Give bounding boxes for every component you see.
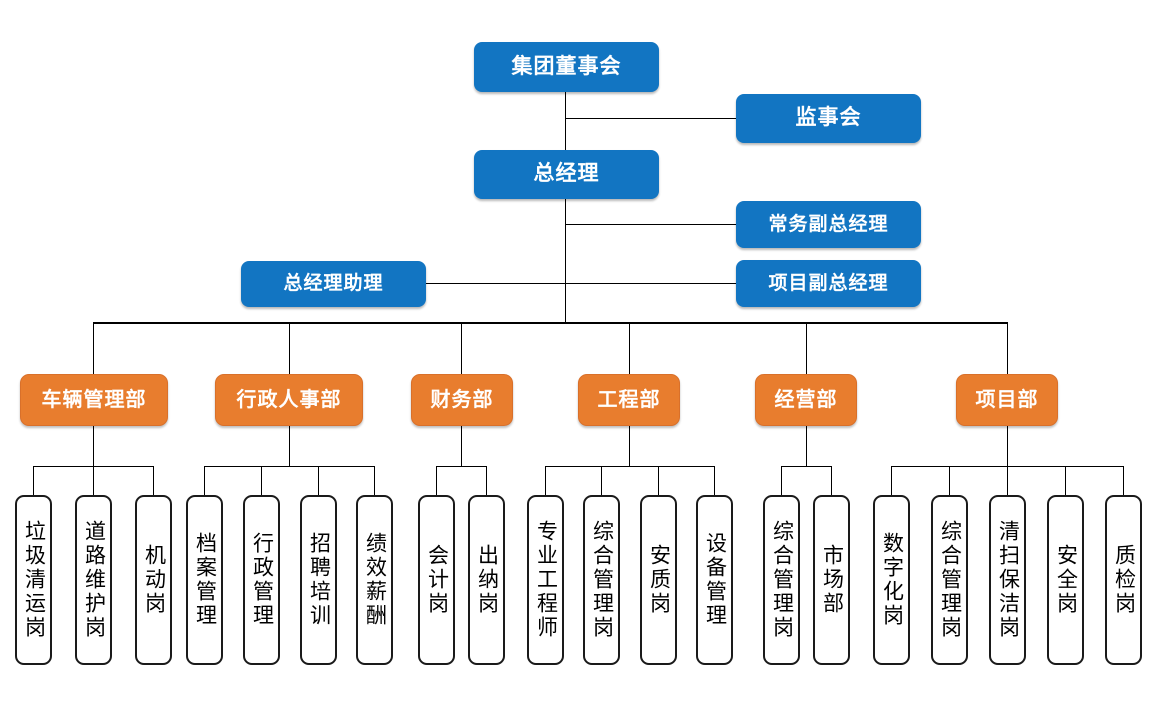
node-position-waste-transport[interactable]: 垃圾清运岗 [15,495,52,665]
node-position-label: 垃圾清运岗 [22,520,46,640]
node-position-safety-quality[interactable]: 安质岗 [640,495,677,665]
connector-leaf-drop-3 [153,466,154,495]
connector-to-executive-deputy [565,224,736,225]
connector-leaf-drop-7 [374,466,375,495]
node-position-label: 招聘培训 [307,532,331,628]
node-supervisory-board[interactable]: 监事会 [736,94,921,143]
connector-drop-dept-4 [629,322,630,374]
node-executive-deputy-gm[interactable]: 常务副总经理 [736,201,921,248]
connector-gm-trunk [565,199,566,322]
connector-leaf-drop-2 [93,466,94,495]
node-general-manager[interactable]: 总经理 [474,150,659,199]
node-position-accounting[interactable]: 会计岗 [418,495,455,665]
node-position-cleaning-sanitation[interactable]: 清扫保洁岗 [989,495,1026,665]
node-position-equipment-management[interactable]: 设备管理 [696,495,733,665]
connector-leaf-drop-5 [261,466,262,495]
connector-subbus-dept-2 [204,466,374,467]
node-department-vehicle-management[interactable]: 车辆管理部 [20,374,168,426]
node-department-project[interactable]: 项目部 [956,374,1058,426]
node-position-road-maintenance[interactable]: 道路维护岗 [75,495,112,665]
connector-dept-2-stem [289,426,290,466]
connector-leaf-drop-17 [949,466,950,495]
connector-leaf-drop-18 [1007,466,1008,495]
node-position-label: 质检岗 [1112,544,1136,616]
connector-leaf-drop-9 [486,466,487,495]
node-position-label: 综合管理岗 [938,520,962,640]
node-department-finance[interactable]: 财务部 [411,374,513,426]
node-position-label: 机动岗 [142,544,166,616]
node-project-deputy-gm[interactable]: 项目副总经理 [736,260,921,307]
connector-leaf-drop-13 [714,466,715,495]
node-position-quality-inspection[interactable]: 质检岗 [1105,495,1142,665]
connector-dept-4-stem [629,426,630,466]
node-position-label: 道路维护岗 [82,520,106,640]
node-position-administration[interactable]: 行政管理 [243,495,280,665]
node-position-project-general-management[interactable]: 综合管理岗 [931,495,968,665]
node-position-cashier[interactable]: 出纳岗 [468,495,505,665]
node-position-label: 出纳岗 [475,544,499,616]
node-position-safety[interactable]: 安全岗 [1047,495,1084,665]
connector-subbus-dept-3 [436,466,486,467]
node-position-label: 设备管理 [703,532,727,628]
node-position-label: 清扫保洁岗 [996,520,1020,640]
node-position-label: 市场部 [820,544,844,616]
connector-leaf-drop-15 [831,466,832,495]
connector-to-supervisory [565,118,736,119]
node-position-label: 绩效薪酬 [363,532,387,628]
node-position-label: 安全岗 [1054,544,1078,616]
node-position-performance-compensation[interactable]: 绩效薪酬 [356,495,393,665]
node-board-of-directors[interactable]: 集团董事会 [474,42,659,92]
connector-drop-dept-5 [806,322,807,374]
connector-leaf-drop-11 [601,466,602,495]
connector-dept-1-stem [93,426,94,466]
connector-drop-dept-3 [461,322,462,374]
node-position-label: 综合管理岗 [770,520,794,640]
node-position-professional-engineer[interactable]: 专业工程师 [527,495,564,665]
connector-leaf-drop-16 [891,466,892,495]
connector-dept-5-stem [806,426,807,466]
connector-board-trunk [565,91,566,152]
connector-leaf-drop-20 [1123,466,1124,495]
connector-subbus-dept-5 [781,466,831,467]
node-position-label: 安质岗 [647,544,671,616]
node-position-engineering-general-management[interactable]: 综合管理岗 [583,495,620,665]
connector-department-bus [93,322,1007,324]
connector-drop-dept-1 [93,322,94,374]
node-position-digitalization[interactable]: 数字化岗 [873,495,910,665]
node-position-marketing[interactable]: 市场部 [813,495,850,665]
node-position-label: 数字化岗 [880,532,904,628]
node-gm-assistant[interactable]: 总经理助理 [241,261,426,307]
connector-leaf-drop-10 [545,466,546,495]
node-position-operations-general-management[interactable]: 综合管理岗 [763,495,800,665]
connector-dept-6-stem [1007,426,1008,466]
node-department-admin-hr[interactable]: 行政人事部 [215,374,363,426]
node-position-label: 档案管理 [193,532,217,628]
connector-leaf-drop-14 [781,466,782,495]
connector-drop-dept-6 [1007,322,1008,374]
connector-drop-dept-2 [289,322,290,374]
node-position-flexible-duty[interactable]: 机动岗 [135,495,172,665]
node-position-label: 会计岗 [425,544,449,616]
node-position-recruitment-training[interactable]: 招聘培训 [300,495,337,665]
node-department-operations[interactable]: 经营部 [755,374,857,426]
connector-leaf-drop-1 [33,466,34,495]
connector-leaf-drop-6 [318,466,319,495]
connector-leaf-drop-4 [204,466,205,495]
connector-leaf-drop-12 [658,466,659,495]
connector-leaf-drop-8 [436,466,437,495]
connector-subbus-dept-4 [545,466,714,467]
connector-leaf-drop-19 [1065,466,1066,495]
connector-dept-3-stem [461,426,462,466]
node-position-label: 行政管理 [250,532,274,628]
connector-to-project-deputy [425,283,736,284]
node-position-label: 综合管理岗 [590,520,614,640]
node-position-label: 专业工程师 [534,520,558,640]
node-position-records-management[interactable]: 档案管理 [186,495,223,665]
node-department-engineering[interactable]: 工程部 [578,374,680,426]
